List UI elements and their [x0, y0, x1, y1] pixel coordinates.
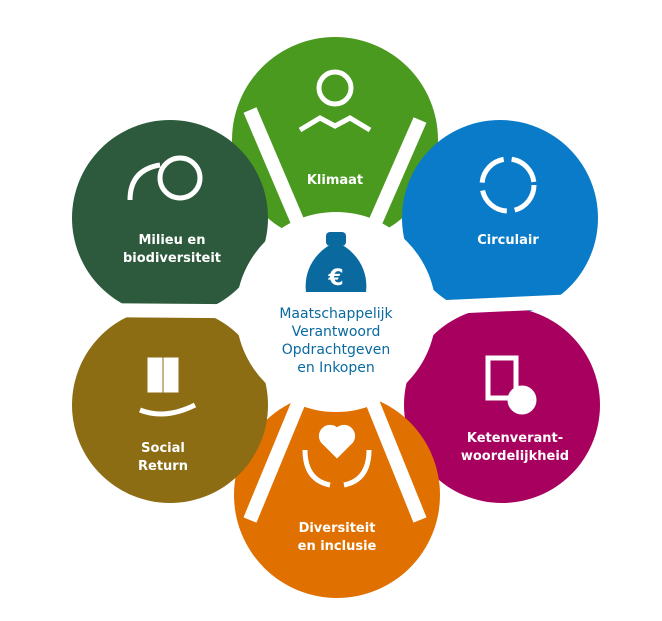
label-milieu: Milieu en biodiversiteit	[122, 233, 222, 266]
petal-ketenverantwoordelijkheid	[404, 307, 600, 503]
petal-milieu	[72, 120, 268, 316]
petal-circulair	[402, 120, 598, 316]
leaf-globe-icon	[157, 155, 203, 201]
center-title-line: en Inkopen	[297, 360, 375, 376]
petal-social-return	[72, 307, 268, 503]
center-title-line: Maatschappelijk	[279, 306, 393, 322]
document-globe-icon	[485, 355, 519, 401]
center-title-line: Verantwoord	[291, 324, 381, 340]
center-title-line: Opdrachtgeven	[281, 342, 391, 358]
money-bag-euro-icon: €	[305, 232, 367, 292]
label-circulair: Circulair	[477, 233, 539, 248]
svg-text:€: €	[327, 266, 343, 291]
label-klimaat: Klimaat	[306, 173, 364, 188]
people-hand-icon	[147, 357, 163, 393]
label-social-return: Social Return	[138, 441, 188, 474]
recycle-arrows-icon	[479, 156, 537, 214]
center-circle	[236, 212, 436, 412]
heart-hands-icon	[318, 424, 356, 459]
label-diversiteit: Diversiteit en inclusie	[297, 521, 377, 554]
petal-icons	[127, 69, 537, 488]
center-title: Maatschappelijk Verantwoord Opdrachtgeve…	[236, 305, 436, 377]
handshake-globe-icon	[316, 69, 354, 107]
label-ketenverantwoordelijkheid: Ketenverant- woordelijkheid	[460, 431, 570, 464]
